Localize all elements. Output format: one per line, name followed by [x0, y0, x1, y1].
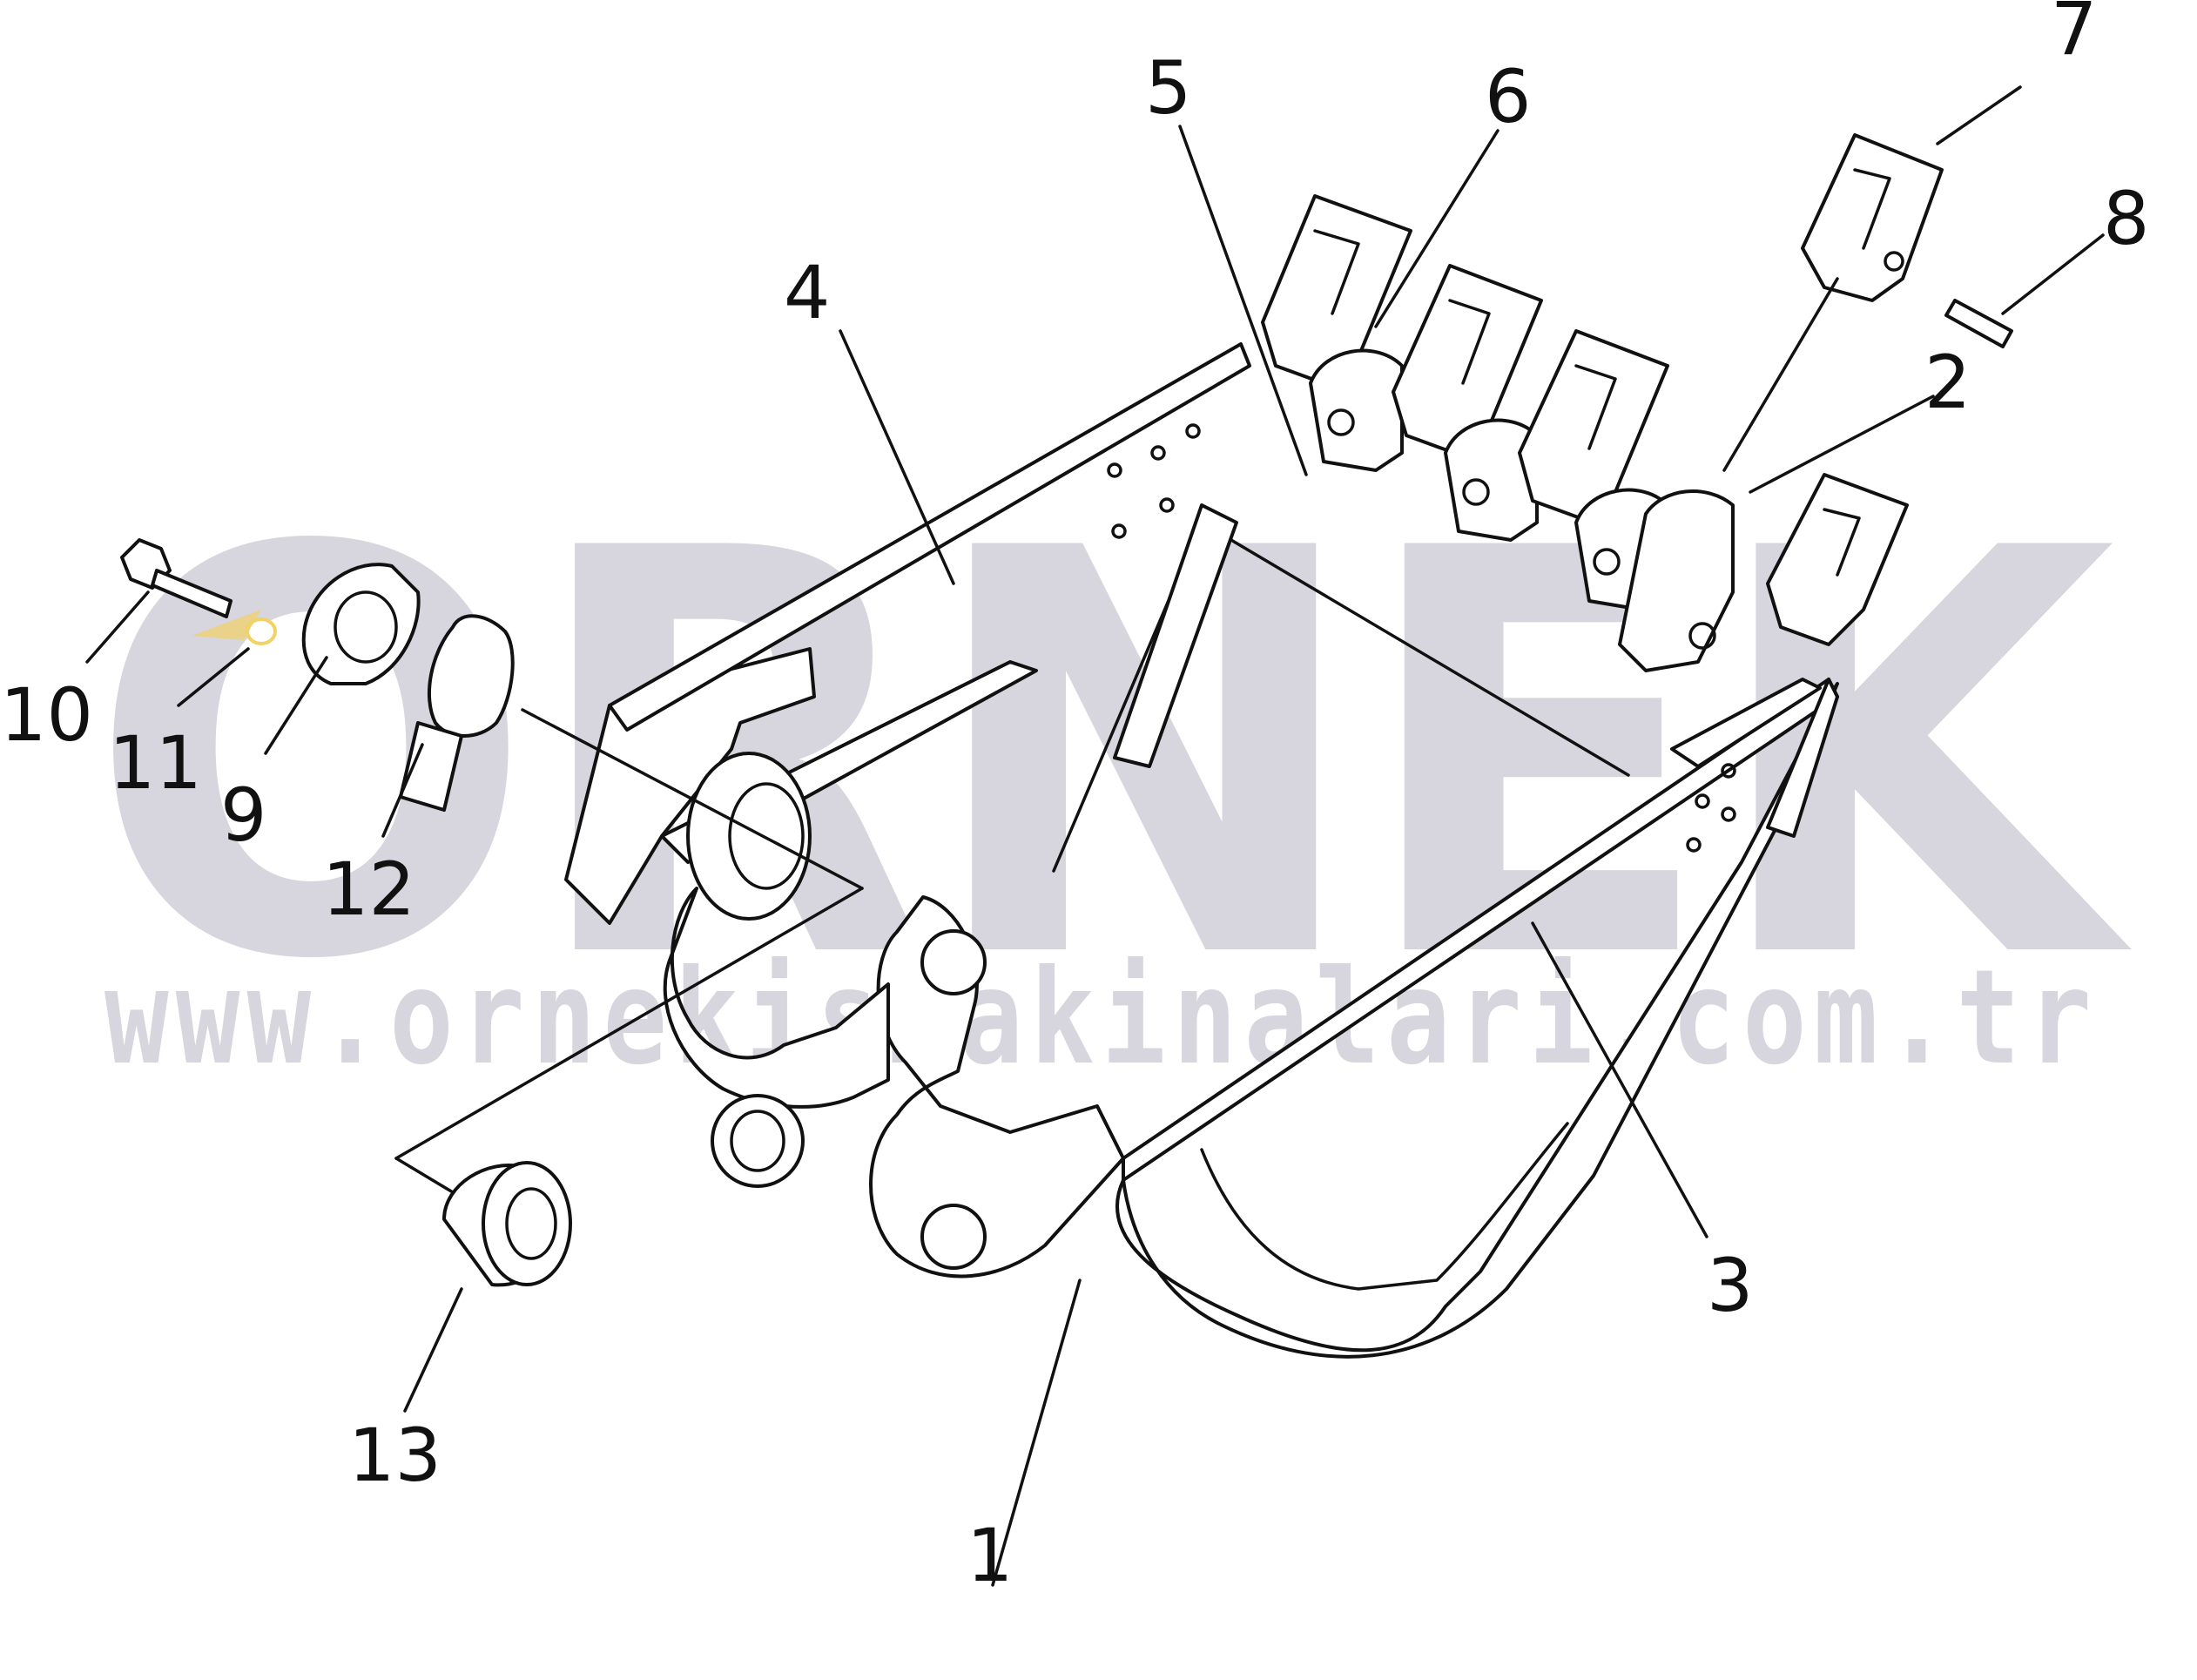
callout-13: 13 [348, 1413, 441, 1498]
callout-12: 12 [322, 847, 415, 932]
callout-7: 7 [2051, 0, 2097, 71]
teeth-row [1261, 133, 2013, 672]
callout-2: 2 [1924, 340, 1971, 425]
watermark-url: www.ornekismakinalari.com.tr [104, 942, 2099, 1094]
callout-3: 3 [1707, 1243, 1753, 1328]
boss-hardware [120, 538, 572, 1287]
callout-10: 10 [0, 672, 93, 758]
leader-lines [85, 85, 2105, 1587]
callout-6: 6 [1485, 54, 1531, 139]
callout-11: 11 [109, 720, 202, 806]
callout-labels: 1 2 3 4 5 6 7 8 9 10 11 12 13 [0, 0, 2149, 1598]
callout-1: 1 [967, 1513, 1013, 1598]
callout-9: 9 [220, 773, 266, 858]
callout-5: 5 [1145, 45, 1191, 131]
cutting-edge [1107, 423, 1839, 853]
bucket-body [394, 342, 1839, 1359]
callout-4: 4 [784, 250, 830, 335]
callout-8: 8 [2103, 176, 2149, 261]
